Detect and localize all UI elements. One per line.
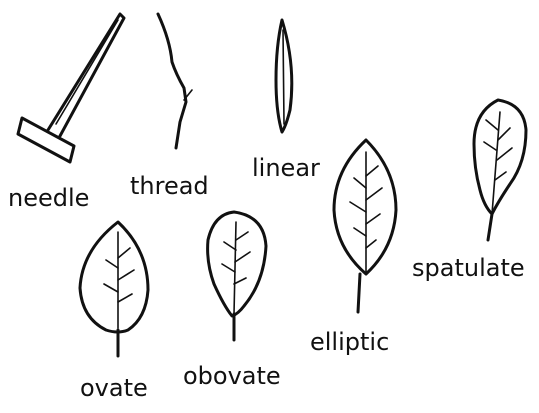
needle-leaf bbox=[18, 14, 124, 162]
thread-label: thread bbox=[130, 174, 209, 198]
obovate-leaf bbox=[208, 212, 266, 340]
ovate-leaf bbox=[80, 222, 148, 356]
linear-leaf bbox=[276, 20, 292, 132]
ovate-label: ovate bbox=[80, 376, 148, 400]
spatulate-leaf bbox=[474, 100, 526, 240]
elliptic-leaf bbox=[334, 140, 396, 312]
spatulate-label: spatulate bbox=[412, 256, 525, 280]
thread-leaf bbox=[158, 14, 192, 148]
needle-label: needle bbox=[8, 186, 89, 210]
linear-label: linear bbox=[252, 156, 320, 180]
obovate-label: obovate bbox=[183, 364, 281, 388]
elliptic-label: elliptic bbox=[310, 330, 389, 354]
